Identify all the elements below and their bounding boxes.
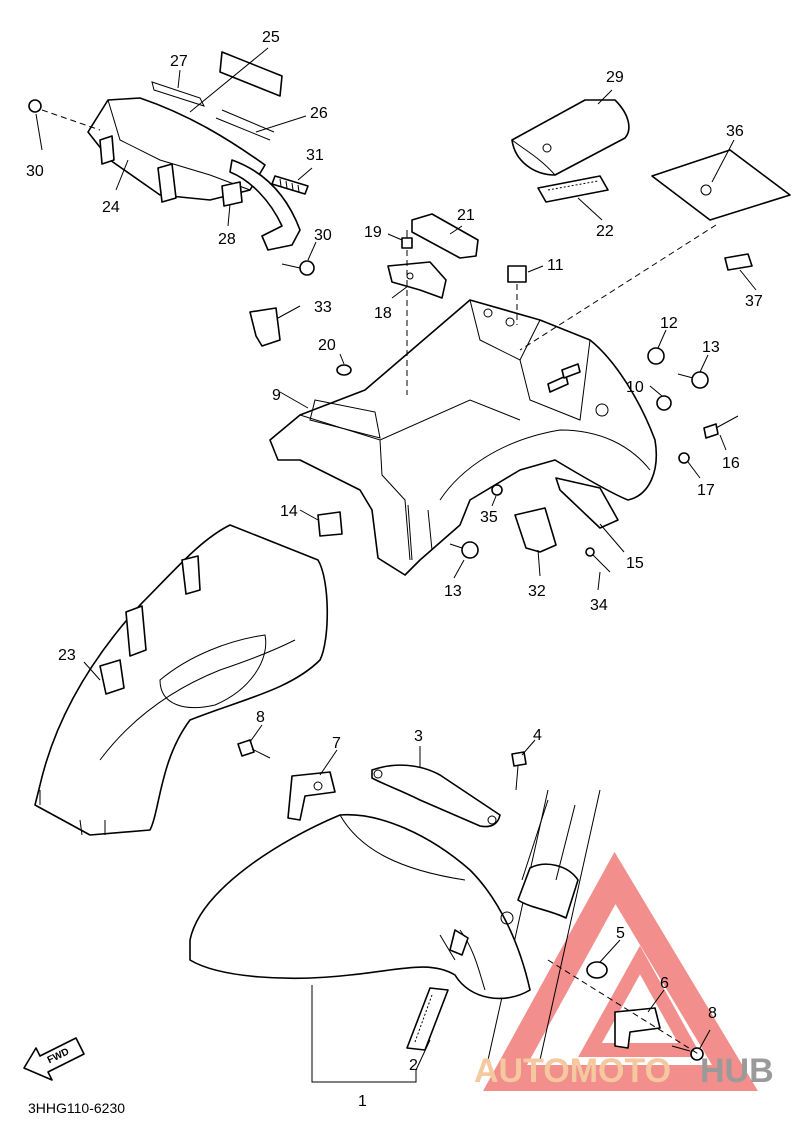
callout-36: 36 xyxy=(726,123,744,140)
bolt-19 xyxy=(401,230,413,249)
watermark-logo xyxy=(483,851,758,1091)
fwd-arrow: FWD xyxy=(23,1037,85,1081)
watermark-word-a: AUTOMOTO xyxy=(474,1052,671,1090)
callout-26: 26 xyxy=(310,105,328,122)
cowl-side-strut xyxy=(229,159,301,251)
cowl-bracket-left xyxy=(99,135,115,165)
callout-2: 2 xyxy=(409,1057,418,1074)
decal-27 xyxy=(151,81,205,107)
callout-23: 23 xyxy=(58,647,76,664)
clip-14 xyxy=(317,511,343,537)
bracket-32 xyxy=(514,507,557,553)
callout-19: 19 xyxy=(364,224,382,241)
watermark-word-b: HUB xyxy=(700,1052,774,1090)
screw-30-lower xyxy=(281,260,315,276)
front-fender xyxy=(189,813,531,1000)
watermark-triangle-outer xyxy=(483,851,758,1091)
rear-fender xyxy=(269,299,657,576)
callout-22: 22 xyxy=(596,223,614,240)
diagram-code: 3HHG110-6230 xyxy=(28,1100,126,1116)
callout-21: 21 xyxy=(457,207,475,224)
decal-25 xyxy=(219,51,283,97)
rivet-16 xyxy=(703,415,739,439)
washer-17 xyxy=(678,452,690,464)
callout-28: 28 xyxy=(218,231,236,248)
bolt-4 xyxy=(511,751,527,791)
callout-33: 33 xyxy=(314,299,332,316)
fender-clip-a xyxy=(181,555,201,595)
bracket-18 xyxy=(387,261,447,299)
callout-13-lower: 13 xyxy=(444,583,462,600)
callout-29: 29 xyxy=(606,69,624,86)
bolt-10 xyxy=(656,395,672,411)
callout-10: 10 xyxy=(626,379,644,396)
grommet-11 xyxy=(507,265,527,283)
washer-35 xyxy=(491,484,503,496)
callout-25: 25 xyxy=(262,29,280,46)
bracket-33 xyxy=(249,307,281,347)
front-fork xyxy=(487,789,601,1061)
bolt-13-lower xyxy=(449,541,479,559)
fender-bracket-left xyxy=(449,929,469,956)
nut-20 xyxy=(336,364,352,376)
callout-31: 31 xyxy=(306,147,324,164)
callout-8-upper: 8 xyxy=(256,709,265,726)
callout-11: 11 xyxy=(547,257,564,274)
callout-18: 18 xyxy=(374,305,392,322)
fender-clip-c xyxy=(99,659,125,695)
callout-32: 32 xyxy=(528,583,546,600)
pad-37 xyxy=(724,253,753,271)
reflector-strip xyxy=(406,987,449,1051)
callout-9: 9 xyxy=(272,387,281,404)
callout-35: 35 xyxy=(480,509,498,526)
fender-brace xyxy=(371,764,501,828)
fender-clip-b xyxy=(125,605,147,657)
decal-26 xyxy=(215,109,275,141)
callout-20: 20 xyxy=(318,337,336,354)
callout-37: 37 xyxy=(745,293,763,310)
cowl-bracket-mid xyxy=(157,163,177,203)
callout-30-lower: 30 xyxy=(314,227,332,244)
fender-mount-parts xyxy=(547,959,704,1061)
callout-24: 24 xyxy=(102,199,120,216)
bracket-7 xyxy=(287,771,336,821)
leader-lines xyxy=(35,47,757,1083)
license-plate-holder xyxy=(651,149,791,221)
inner-rear-fender xyxy=(34,524,329,836)
callout-17: 17 xyxy=(697,482,715,499)
callout-3: 3 xyxy=(414,728,423,745)
fender-lamp-slot-a xyxy=(547,375,569,393)
watermark-text: AUTOMOTO HUB xyxy=(474,1052,774,1090)
callout-labels: 1 2 3 4 5 6 7 8 8 9 10 11 12 13 13 14 15… xyxy=(26,29,763,1110)
screw-34 xyxy=(585,547,611,573)
callout-1: 1 xyxy=(358,1093,367,1110)
callout-6: 6 xyxy=(660,975,669,992)
pad-22 xyxy=(537,175,609,203)
watermark-triangle-inner xyxy=(578,945,702,1057)
damper-31 xyxy=(271,175,309,195)
callout-16: 16 xyxy=(722,455,740,472)
bracket-21 xyxy=(411,213,479,259)
callout-4: 4 xyxy=(533,727,542,744)
callout-15: 15 xyxy=(626,555,644,572)
callout-12: 12 xyxy=(660,315,678,332)
callout-34: 34 xyxy=(590,597,608,614)
bracket-15 xyxy=(555,477,619,529)
callout-14: 14 xyxy=(280,503,298,520)
bolt-8-upper xyxy=(237,739,271,759)
fender-lamp-slot-b xyxy=(561,363,581,379)
strip-28 xyxy=(221,181,243,207)
callout-13-upper: 13 xyxy=(702,339,720,356)
callout-30-upper: 30 xyxy=(26,163,44,180)
bolt-13-upper xyxy=(677,371,709,389)
screw-30-upper xyxy=(28,99,101,131)
callout-8-lower: 8 xyxy=(708,1005,717,1022)
callout-27: 27 xyxy=(170,53,188,70)
tail-cowl xyxy=(87,97,301,251)
bolt-12 xyxy=(647,347,665,365)
callout-5: 5 xyxy=(616,925,625,942)
tail-light xyxy=(511,99,630,176)
callout-7: 7 xyxy=(332,735,341,752)
